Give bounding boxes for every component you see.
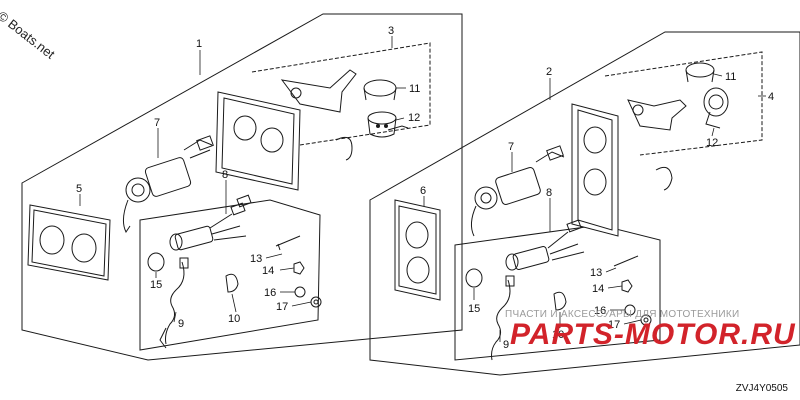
clip-right — [655, 166, 673, 191]
bolt-right — [613, 255, 639, 267]
callout-16-right: 16 — [594, 305, 606, 317]
callout-14-right: 14 — [592, 283, 604, 295]
kit-outline-right — [454, 224, 661, 361]
callout-13-left: 13 — [250, 253, 262, 265]
callout-1: 1 — [196, 38, 202, 50]
subassembly-outline-left — [251, 42, 431, 146]
buzzer-right — [685, 62, 729, 129]
washer-16-left — [294, 286, 306, 298]
switch-panel-left — [27, 204, 111, 281]
callout-13-right: 13 — [590, 267, 602, 279]
callout-2: 2 — [546, 66, 552, 78]
callout-14-left: 14 — [262, 265, 274, 277]
assembly-outline-right — [369, 31, 800, 376]
grommet-right — [465, 268, 483, 288]
diagram-code: ZVJ4Y0505 — [735, 383, 788, 394]
grommet-left — [147, 252, 165, 272]
callout-12-right: 12 — [706, 137, 718, 149]
bracket-left — [280, 69, 357, 113]
callout-11-left: 11 — [409, 83, 420, 95]
callout-3: 3 — [388, 25, 394, 37]
callout-11-right: 11 — [725, 71, 736, 83]
clip-left — [335, 136, 353, 161]
nut-14-left — [293, 261, 305, 275]
callout-12-left: 12 — [408, 112, 420, 124]
washer-17-left — [310, 296, 322, 308]
clip-10-left — [225, 273, 239, 293]
callout-15-right: 15 — [468, 303, 480, 315]
bolt-left — [275, 235, 301, 251]
shop-logo-watermark: PARTS-MOTOR.RU — [510, 318, 796, 351]
assembly-outline-left — [21, 13, 463, 361]
bracket-right — [627, 99, 687, 131]
lanyard-right — [491, 279, 511, 361]
clip-10-right — [553, 291, 567, 311]
callout-7-left: 7 — [154, 117, 160, 129]
mount-plate-right — [571, 103, 619, 237]
callout-16-left: 16 — [264, 287, 276, 299]
callout-17-left: 17 — [276, 301, 288, 313]
callout-7-right: 7 — [508, 141, 514, 153]
callout-15-left: 15 — [150, 279, 162, 291]
callout-9-left: 9 — [178, 318, 184, 330]
stop-switch-left — [169, 194, 252, 251]
mount-plate-left — [215, 91, 301, 191]
callout-4: 4 — [768, 91, 774, 103]
lanyard-left — [159, 261, 185, 349]
callout-8-left: 8 — [222, 169, 228, 181]
callout-5: 5 — [76, 183, 82, 195]
stop-switch-right — [505, 219, 585, 271]
buzzer-left — [363, 79, 409, 138]
callout-10-left: 10 — [228, 313, 240, 325]
switch-panel-right — [394, 199, 441, 301]
callout-9-right: 9 — [503, 339, 509, 351]
ignition-switch-right — [470, 145, 565, 237]
callout-8-right: 8 — [546, 187, 552, 199]
shop-tagline-watermark: ПЧАСТИ И АКСЕССУАРЫ ДЛЯ МОТОТЕХНИКИ — [505, 309, 740, 320]
subassembly-outline-right — [604, 51, 763, 156]
callout-17-right: 17 — [608, 319, 620, 331]
nut-14-right — [621, 279, 633, 293]
ignition-switch-left — [122, 135, 214, 233]
kit-outline-left — [139, 199, 321, 351]
callout-10-right: 10 — [552, 329, 564, 341]
callout-6: 6 — [420, 185, 426, 197]
